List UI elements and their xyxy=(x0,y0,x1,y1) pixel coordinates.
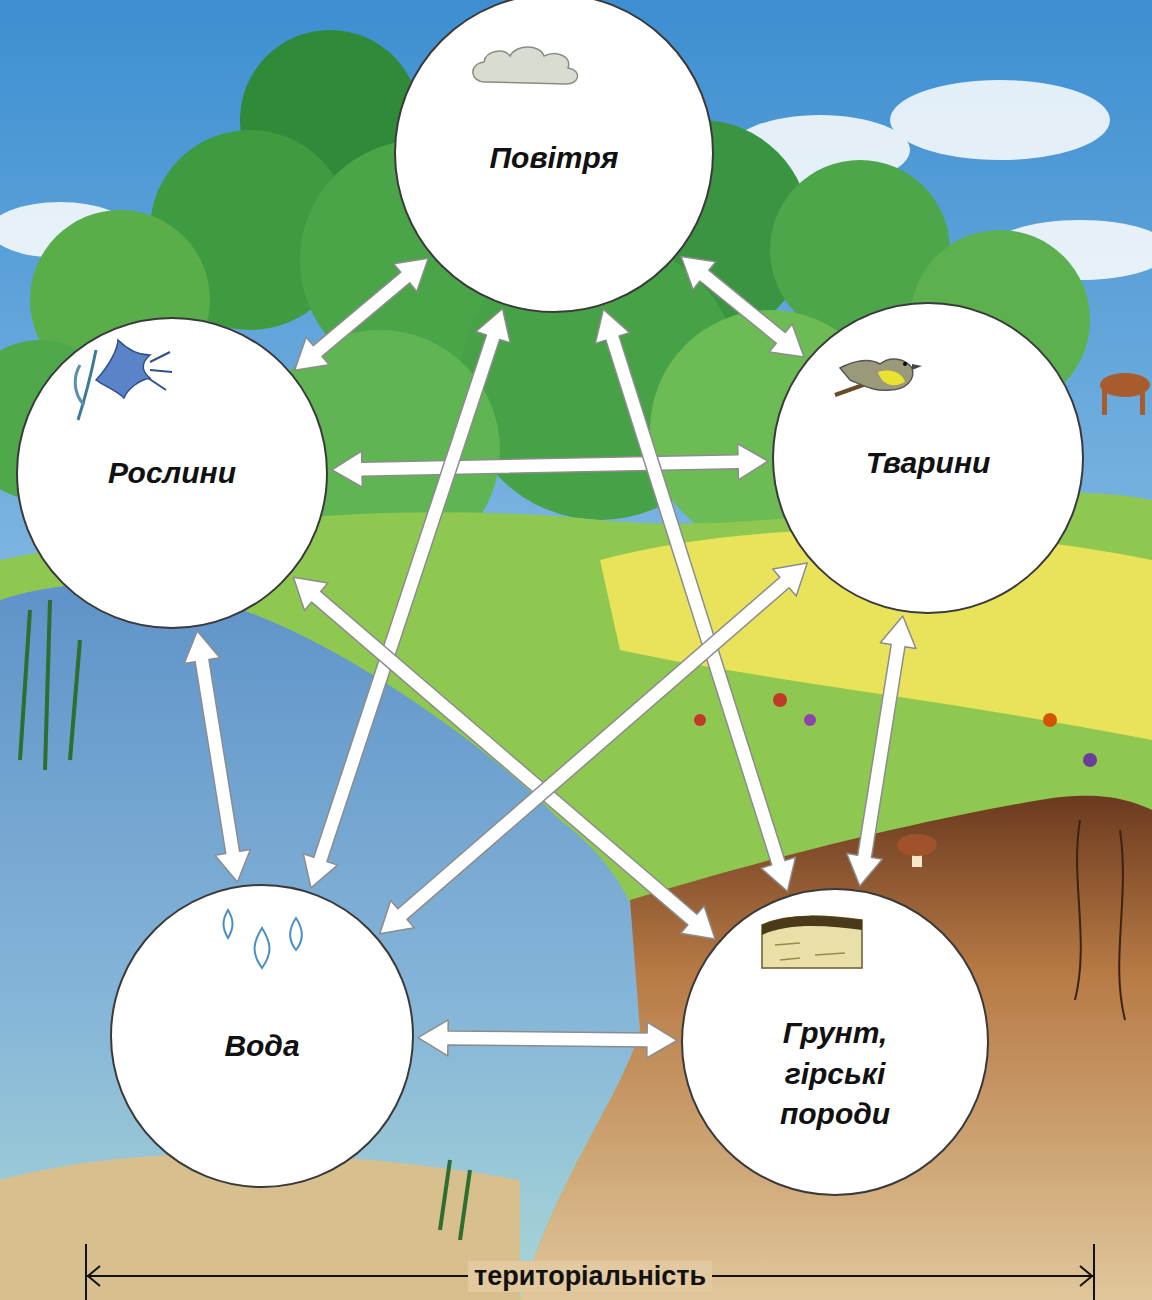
element-circle: Грунт, гірські породи xyxy=(681,888,989,1196)
drops-icon xyxy=(224,910,303,968)
node-label: Вода xyxy=(224,1026,299,1067)
double-arrow xyxy=(293,577,715,939)
double-arrow xyxy=(303,309,510,888)
bird-icon xyxy=(835,359,922,395)
double-arrow xyxy=(184,631,250,882)
element-circle: Вода xyxy=(110,884,414,1188)
mushroom xyxy=(897,834,937,867)
soil-section xyxy=(520,796,1152,1300)
element-circle: Тварини xyxy=(772,302,1084,614)
territory-arrowhead xyxy=(1080,1266,1092,1286)
territory-end xyxy=(1093,1244,1095,1300)
double-arrow xyxy=(380,563,807,934)
territory-label: територіальність xyxy=(468,1261,712,1292)
flower-icon xyxy=(75,340,172,420)
double-arrow xyxy=(295,258,429,370)
pond xyxy=(0,584,647,1300)
soil-icon xyxy=(762,916,862,968)
territory-end xyxy=(85,1244,87,1300)
node-label: Тварини xyxy=(866,443,991,484)
cloud-icon xyxy=(473,47,578,84)
roots xyxy=(1075,820,1125,1020)
double-arrow xyxy=(332,444,768,487)
element-circle: Рослини xyxy=(16,317,328,629)
territory-arrowhead xyxy=(88,1266,100,1286)
double-arrow xyxy=(418,1020,677,1058)
node-label: Грунт, гірські породи xyxy=(760,1013,910,1135)
node-label: Рослини xyxy=(108,453,236,494)
double-arrow xyxy=(681,257,804,357)
deer xyxy=(1100,373,1150,415)
element-circle: Повітря xyxy=(394,0,714,313)
double-arrow xyxy=(847,616,916,886)
node-label: Повітря xyxy=(489,138,618,179)
